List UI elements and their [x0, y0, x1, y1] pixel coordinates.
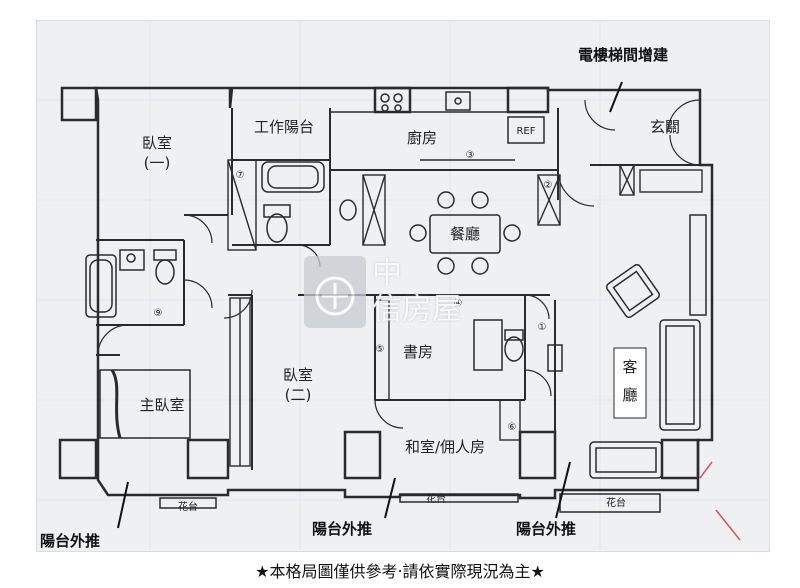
room-label-washitsu: 和室/佣人房: [405, 438, 485, 456]
circled-markers: ③ ② ⑨ ④ ⑤ ⑥ ① ⑦: [154, 150, 553, 433]
marker: ④: [454, 298, 463, 309]
floor-plan-frame: [36, 20, 770, 552]
planters: [159, 493, 661, 513]
annotation-elevator: 電樓梯間增建: [578, 46, 669, 64]
wardrobes: [227, 159, 703, 467]
room-label-living-1: 客: [622, 358, 637, 376]
marker: ⑦: [236, 170, 245, 181]
watermark-logo: [304, 256, 366, 328]
annotation-pointers: [117, 81, 623, 529]
footer-disclaimer: ★本格局圖僅供參考‧請依實際現況為主★: [255, 562, 545, 581]
room-label-refrigerator: REF: [516, 126, 535, 137]
planter-label: 花台: [426, 492, 446, 505]
room-label-kitchen: 廚房: [407, 129, 437, 147]
planter-label: 花台: [178, 500, 198, 513]
marker: ②: [544, 180, 553, 191]
living-furniture: [547, 214, 707, 479]
annotation-balcony-mid: 陽台外推: [312, 520, 372, 538]
room-label-entrance: 玄關: [650, 118, 680, 136]
plan-grid: [36, 20, 768, 550]
room-label-dining: 餐廳: [450, 225, 480, 243]
room-label-master: 主臥室: [139, 396, 184, 414]
room-label-bedroom1-number: (一): [144, 154, 171, 172]
dining-set: [409, 191, 521, 275]
room-label-bedroom1: 臥室: [142, 134, 172, 152]
marker: ⑤: [376, 344, 385, 355]
room-label-study: 書房: [403, 343, 433, 361]
door-swings: [97, 99, 701, 429]
marker: ⑨: [154, 308, 163, 319]
room-label-bedroom2: 臥室: [283, 366, 313, 384]
bathroom-fixtures: [85, 161, 524, 371]
marker: ③: [466, 150, 475, 161]
kitchen-fixtures: [330, 91, 548, 161]
annotation-balcony-left: 陽台外推: [40, 532, 100, 550]
marker: ⑥: [508, 422, 517, 433]
marker: ①: [538, 322, 547, 333]
living-label-box: [613, 347, 647, 419]
red-marks: [699, 461, 741, 541]
annotation-balcony-right: 陽台外推: [516, 520, 576, 538]
room-label-bedroom2-number: (二): [285, 386, 312, 404]
planter-label: 花台: [606, 496, 626, 509]
room-label-living-2: 廳: [622, 386, 637, 404]
beds: [99, 369, 191, 439]
room-label-work-balcony: 工作陽台: [254, 118, 314, 136]
